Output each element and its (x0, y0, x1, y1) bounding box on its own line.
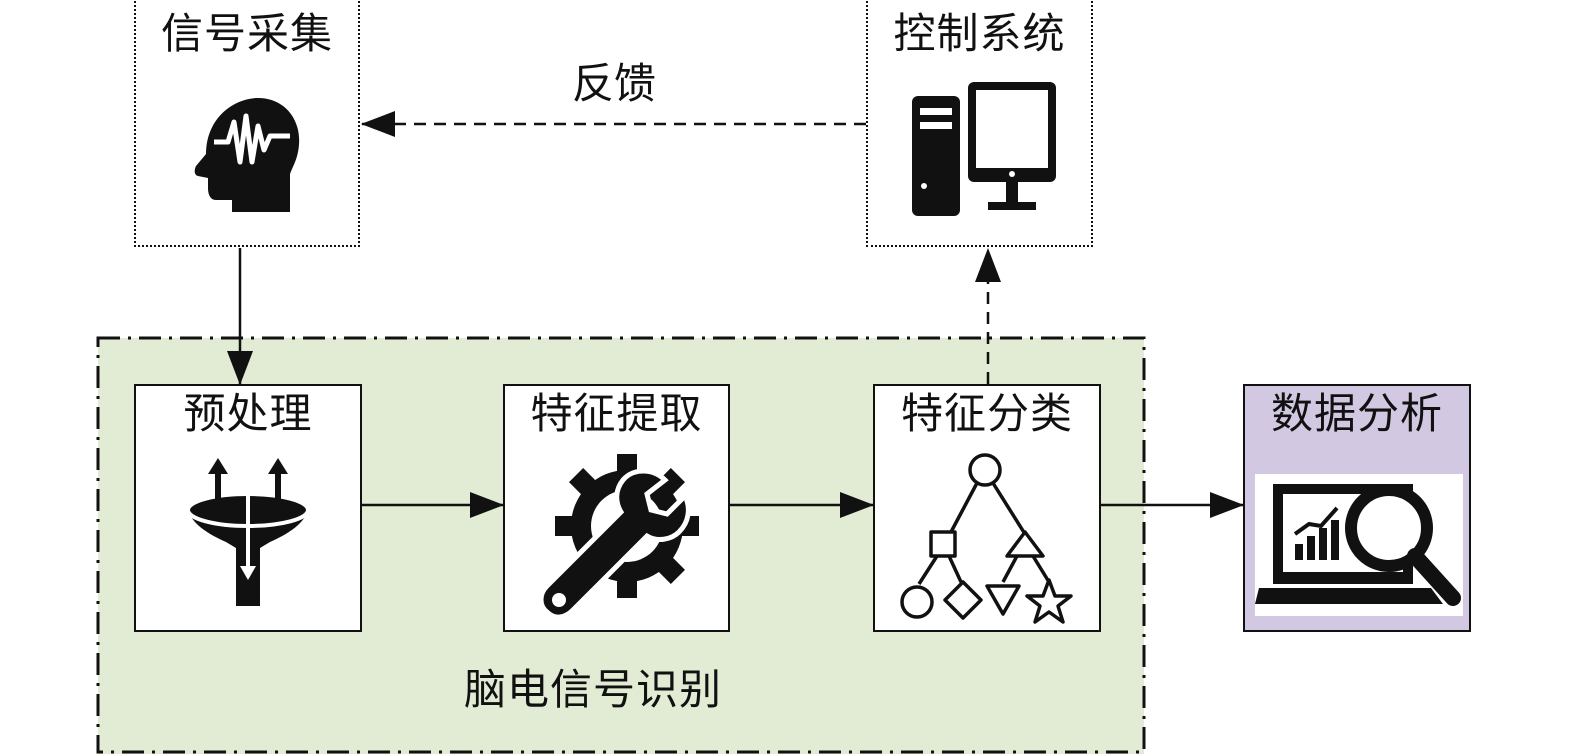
signal-acquisition-node: 信号采集 (134, 0, 360, 247)
gear-wrench-icon (538, 454, 699, 620)
eeg-recognition-label: 脑电信号识别 (464, 665, 723, 714)
signal-acquisition-label: 信号采集 (160, 9, 333, 58)
control-system-node: 控制系统 (866, 0, 1093, 247)
feature-classification-label: 特征分类 (900, 389, 1073, 438)
laptop-chart-magnifier-icon (1255, 474, 1463, 616)
data-analysis-node: 数据分析 (1243, 384, 1471, 632)
brain-wave-head-icon (194, 98, 300, 212)
feature-classification-node: 特征分类 (873, 384, 1101, 632)
funnel-filter-icon (186, 458, 310, 606)
control-system-label: 控制系统 (893, 9, 1066, 58)
feedback-label: 反馈 (572, 59, 657, 108)
decision-tree-icon (900, 453, 1073, 624)
data-analysis-label: 数据分析 (1270, 389, 1443, 438)
desktop-computer-icon (912, 82, 1056, 216)
preprocessing-label: 预处理 (183, 389, 313, 438)
eeg-recognition-group-border (96, 336, 1146, 754)
feature-extraction-node: 特征提取 (503, 384, 730, 632)
preprocessing-node: 预处理 (134, 384, 362, 632)
feature-extraction-label: 特征提取 (530, 389, 703, 438)
